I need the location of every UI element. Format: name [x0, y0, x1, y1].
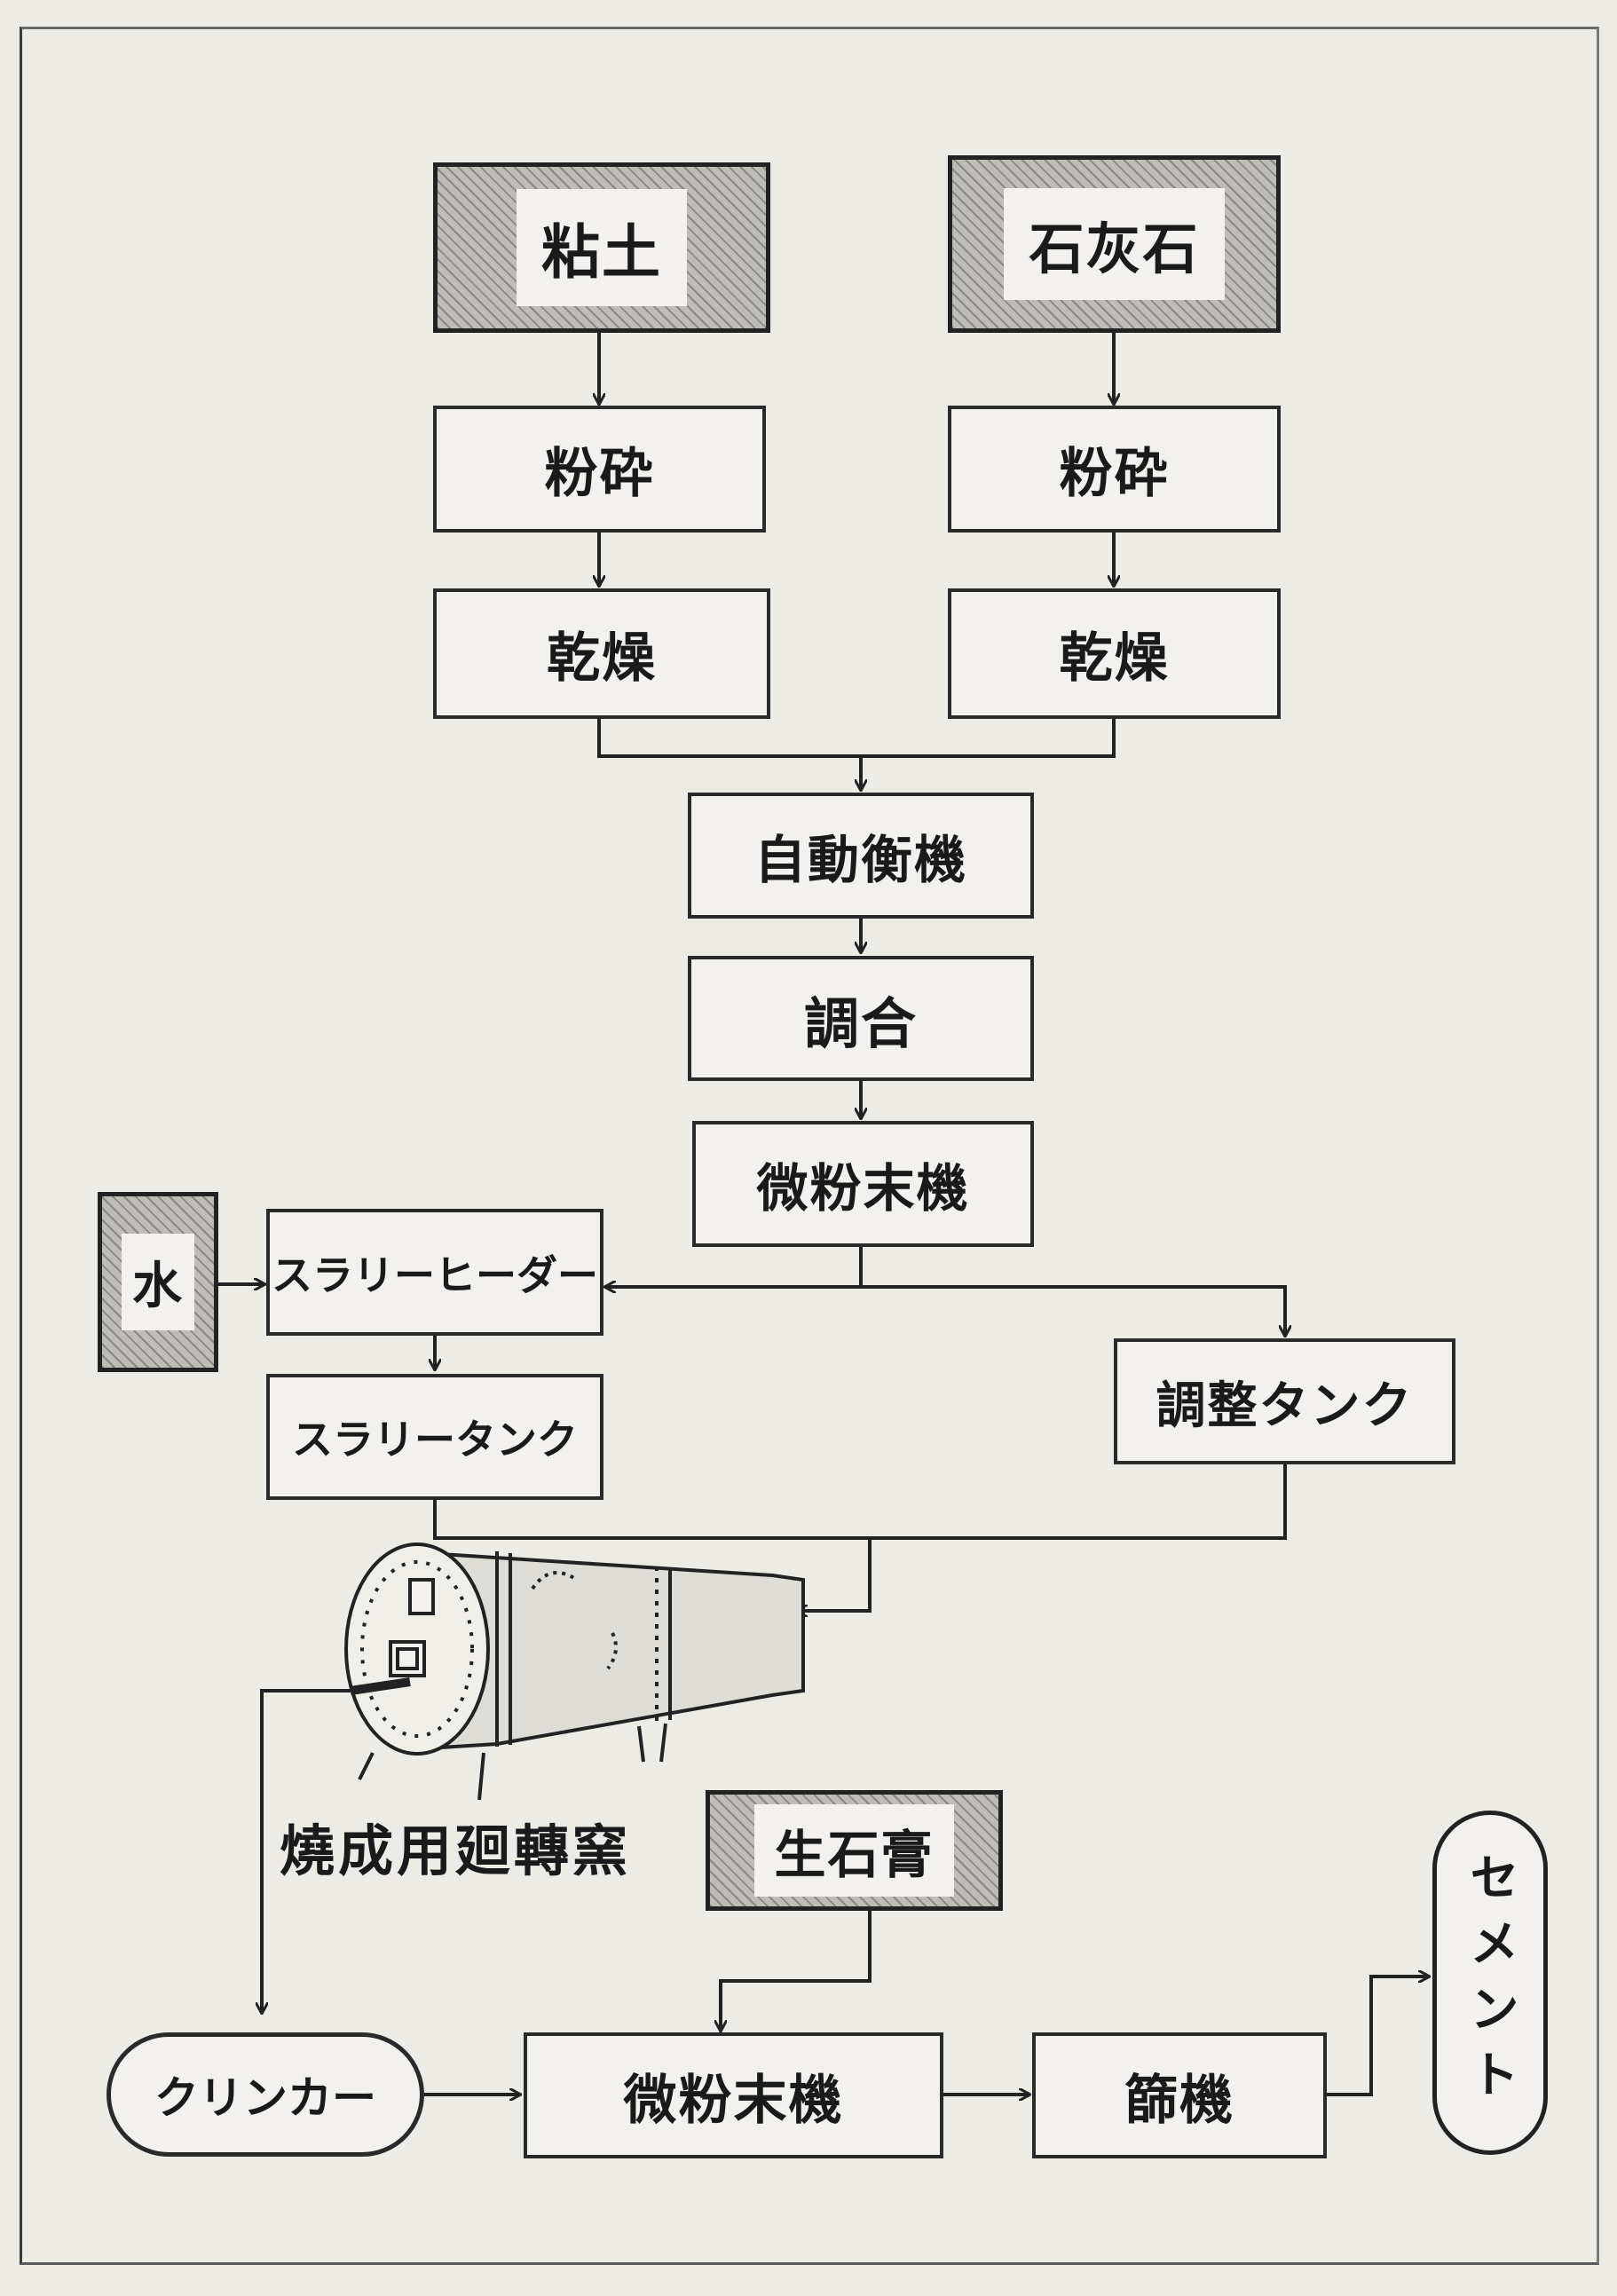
final-mill-box: 微粉末機 — [524, 2032, 943, 2158]
left-crush-label: 粉砕 — [544, 443, 655, 505]
arrow-sieve-to-cement — [1327, 1976, 1429, 2096]
merge-right-branch — [861, 719, 1116, 758]
slurry-heater-label: スラリーヒーダー — [272, 1251, 598, 1299]
cement-box: セメント — [1432, 1811, 1548, 2155]
arrow-kiln-to-clinker — [262, 1689, 311, 2013]
split-to-heater — [605, 1247, 863, 1287]
cement-label: セメント — [1461, 1851, 1519, 2114]
sieve-box: 篩機 — [1032, 2032, 1327, 2158]
left-dry-box: 乾燥 — [433, 588, 770, 719]
left-dry-label: 乾燥 — [547, 627, 657, 690]
merge-slurry-tank — [433, 1500, 870, 1540]
fine-mill-label: 微粉末機 — [756, 1158, 970, 1219]
rotary-kiln-illustration — [344, 1543, 805, 1801]
slurry-heater-box: スラリーヒーダー — [266, 1209, 603, 1336]
fine-mill-box: 微粉末機 — [692, 1121, 1034, 1247]
slurry-tank-box: スラリータンク — [266, 1374, 603, 1500]
raw-limestone-label: 石灰石 — [1004, 188, 1225, 300]
sieve-label: 篩機 — [1124, 2069, 1234, 2132]
right-crush-label: 粉砕 — [1059, 443, 1170, 505]
raw-water-label: 水 — [122, 1234, 194, 1330]
auto-scale-box: 自動衡機 — [688, 793, 1034, 919]
left-crush-box: 粉砕 — [433, 406, 766, 533]
raw-gypsum-box: 生石膏 — [706, 1790, 1003, 1911]
right-dry-label: 乾燥 — [1059, 627, 1170, 690]
final-mill-label: 微粉末機 — [623, 2069, 844, 2132]
split-to-adjust-tank — [861, 1285, 1285, 1336]
blend-box: 調合 — [688, 956, 1034, 1081]
arrow-gypsum-to-mill — [721, 1911, 872, 2031]
raw-limestone-box: 石灰石 — [948, 155, 1281, 333]
right-dry-box: 乾燥 — [948, 588, 1281, 719]
auto-scale-label: 自動衡機 — [753, 830, 967, 890]
right-crush-box: 粉砕 — [948, 406, 1281, 533]
adjust-tank-label: 調整タンク — [1156, 1377, 1414, 1435]
merge-adjust-tank — [797, 1464, 1287, 1611]
raw-water-box: 水 — [98, 1192, 218, 1372]
clinker-box: クリンカー — [106, 2032, 424, 2157]
kiln-label: 燒成用廻轉窯 — [280, 1819, 632, 1883]
diagram-frame — [20, 27, 1599, 2265]
raw-gypsum-label: 生石膏 — [754, 1804, 954, 1897]
clinker-label: クリンカー — [154, 2072, 376, 2124]
merge-to-auto-scale — [597, 719, 861, 790]
raw-clay-label: 粘土 — [517, 189, 687, 306]
adjust-tank-box: 調整タンク — [1114, 1338, 1455, 1464]
blend-label: 調合 — [803, 990, 918, 1056]
slurry-tank-label: スラリータンク — [292, 1416, 578, 1464]
raw-clay-box: 粘土 — [433, 162, 770, 333]
